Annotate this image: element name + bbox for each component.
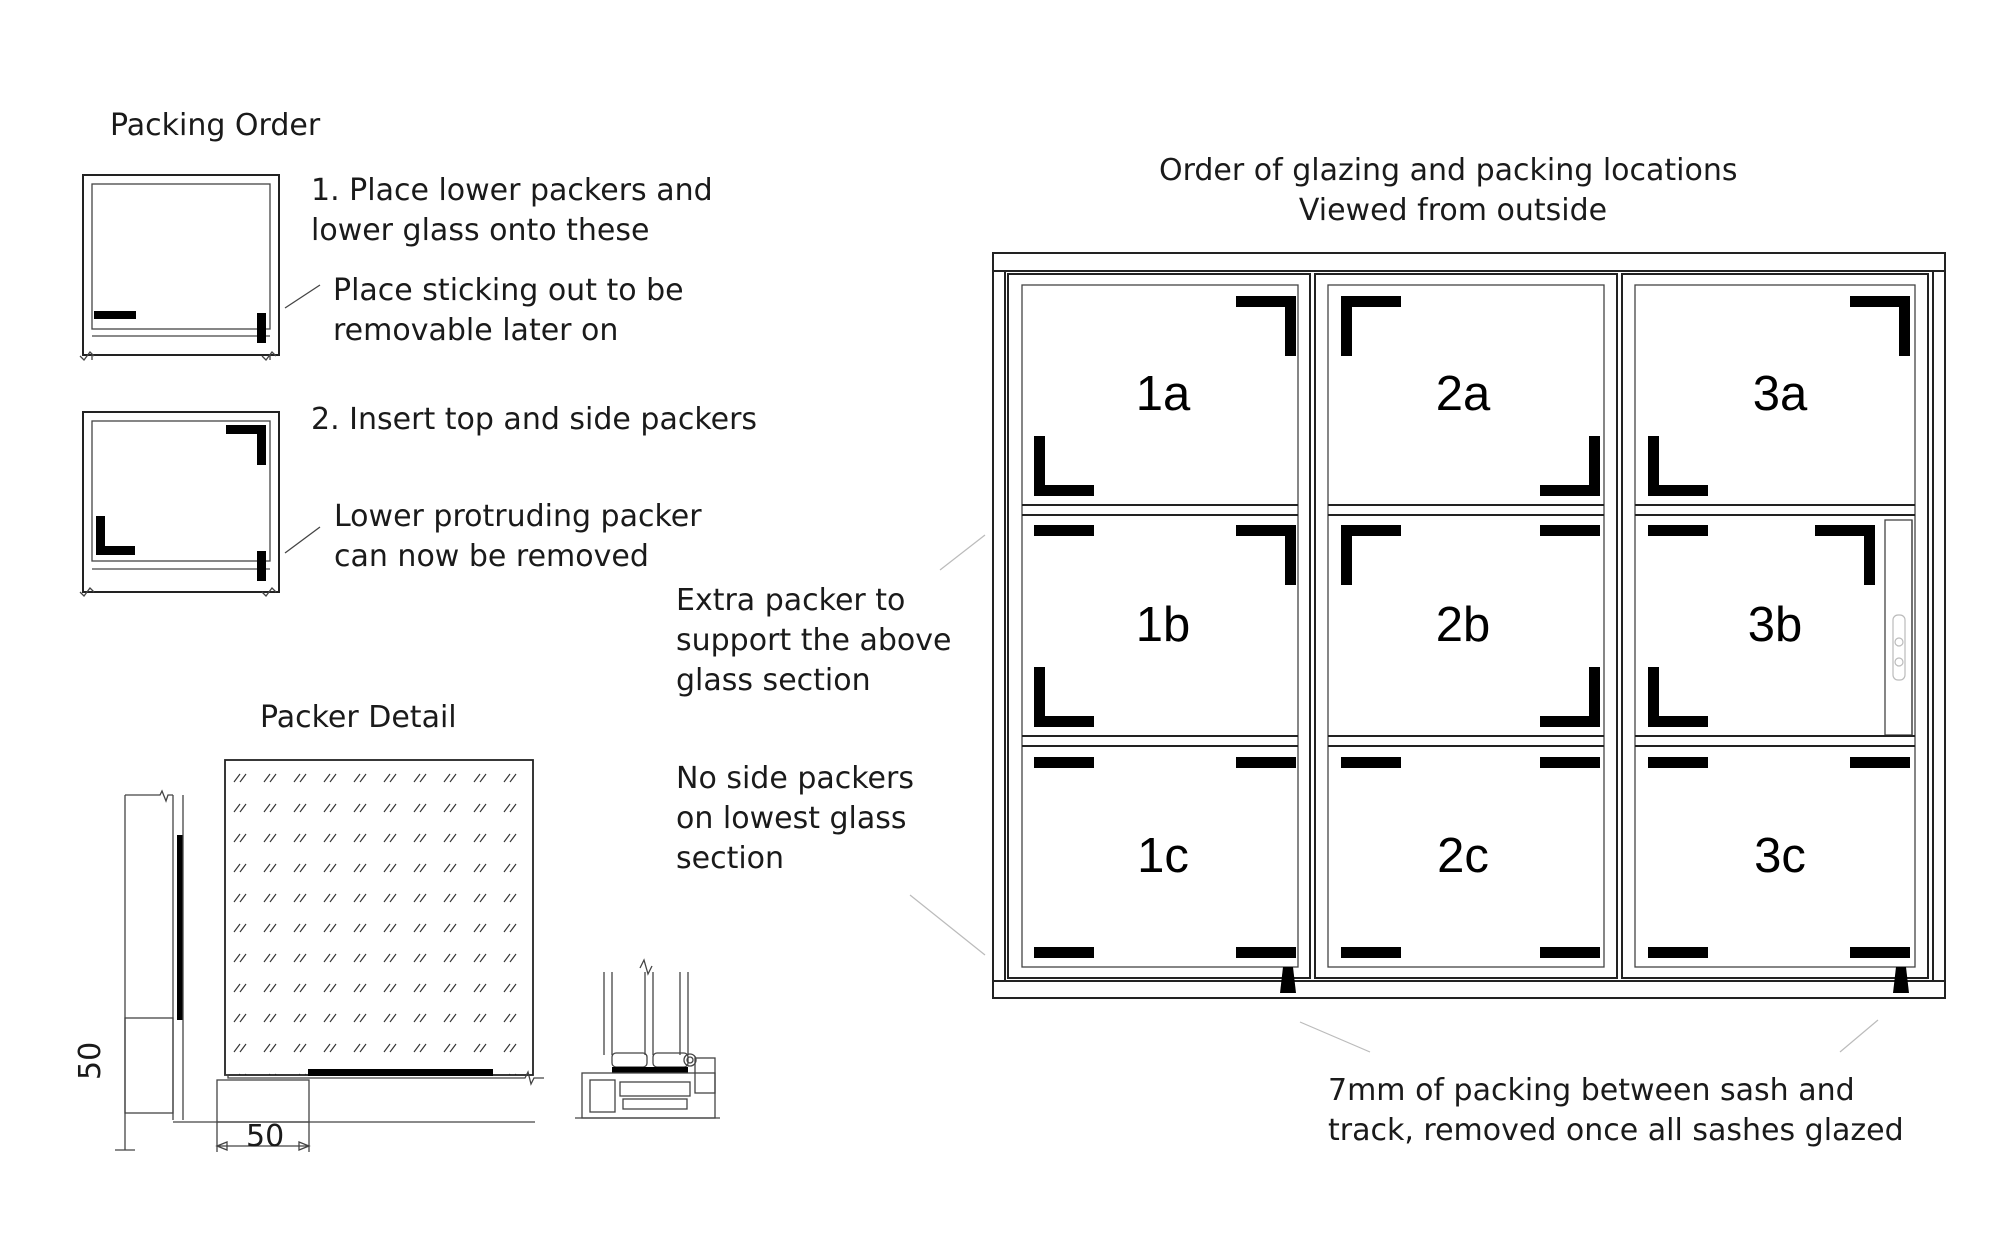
edge-packer xyxy=(1850,757,1910,768)
sash-1 xyxy=(1007,273,1311,979)
protruding-packer xyxy=(257,551,266,581)
edge-packer xyxy=(1850,947,1910,958)
packer-detail-drawing xyxy=(115,759,544,1152)
edge-packer xyxy=(1540,525,1600,536)
corner-packer xyxy=(1815,525,1875,585)
edge-packer xyxy=(1648,757,1708,768)
protruding-packer xyxy=(257,313,266,343)
edge-packer xyxy=(1034,757,1094,768)
step2-text: 2. Insert top and side packers xyxy=(311,402,757,437)
profile-section xyxy=(575,958,720,1119)
edge-packer xyxy=(1341,757,1401,768)
pane-label-2b: 2b xyxy=(1436,598,1491,652)
dim-vertical: 50 xyxy=(73,1042,108,1080)
edge-packer xyxy=(1236,947,1296,958)
pane-label-1b: 1b xyxy=(1136,598,1191,652)
sash-3 xyxy=(1621,273,1929,979)
edge-packer xyxy=(1648,525,1708,536)
packer-detail-title: Packer Detail xyxy=(260,700,457,735)
packing-order-title: Packing Order xyxy=(110,108,321,143)
bottom-packer xyxy=(308,1069,493,1076)
pane-label-1a: 1a xyxy=(1136,367,1191,421)
pane-label-2a: 2a xyxy=(1436,367,1491,421)
edge-packer xyxy=(1648,947,1708,958)
top-corner-packer xyxy=(226,425,266,465)
pane-label-2c: 2c xyxy=(1437,829,1489,883)
window-elevation xyxy=(992,252,1946,999)
corner-packer xyxy=(1648,436,1708,496)
corner-packer xyxy=(1341,525,1401,585)
corner-packer xyxy=(1236,525,1296,585)
edge-packer xyxy=(1341,947,1401,958)
step1-text: 1. Place lower packers and lower glass o… xyxy=(311,173,722,248)
pane-label-3c: 3c xyxy=(1754,829,1806,883)
step2-sketch xyxy=(79,411,280,597)
side-corner-packer xyxy=(96,516,135,555)
lower-packer xyxy=(94,311,136,319)
edge-packer xyxy=(1540,757,1600,768)
corner-packer xyxy=(1648,667,1708,727)
edge-packer xyxy=(1034,525,1094,536)
pane-label-1c: 1c xyxy=(1137,829,1189,883)
sash-2 xyxy=(1314,273,1618,979)
note-track-packing: 7mm of packing between sash and track, r… xyxy=(1328,1073,1904,1148)
corner-packer xyxy=(1540,436,1600,496)
track-packer xyxy=(1280,967,1296,993)
corner-packer xyxy=(1850,296,1910,356)
pane-label-3a: 3a xyxy=(1753,367,1808,421)
corner-packer xyxy=(1034,667,1094,727)
note-remove-packer: Lower protruding packer can now be remov… xyxy=(334,499,711,574)
note-extra-packer: Extra packer to support the above glass … xyxy=(676,583,961,698)
pane-label-3b: 3b xyxy=(1748,598,1803,652)
glazing-title: Order of glazing and packing locations V… xyxy=(1159,153,1747,228)
corner-packer xyxy=(1236,296,1296,356)
edge-packer xyxy=(1540,947,1600,958)
edge-packer xyxy=(1034,947,1094,958)
dim-horizontal: 50 xyxy=(246,1119,284,1154)
corner-packer xyxy=(1540,667,1600,727)
track-packer xyxy=(1893,967,1909,993)
step1-sketch xyxy=(79,174,280,361)
note-sticking-out: Place sticking out to be removable later… xyxy=(333,273,693,348)
note-no-side-packers: No side packers on lowest glass section xyxy=(676,761,924,876)
edge-packer xyxy=(1236,757,1296,768)
corner-packer xyxy=(1034,436,1094,496)
glazing-packers xyxy=(1034,296,1910,958)
corner-packer xyxy=(1341,296,1401,356)
